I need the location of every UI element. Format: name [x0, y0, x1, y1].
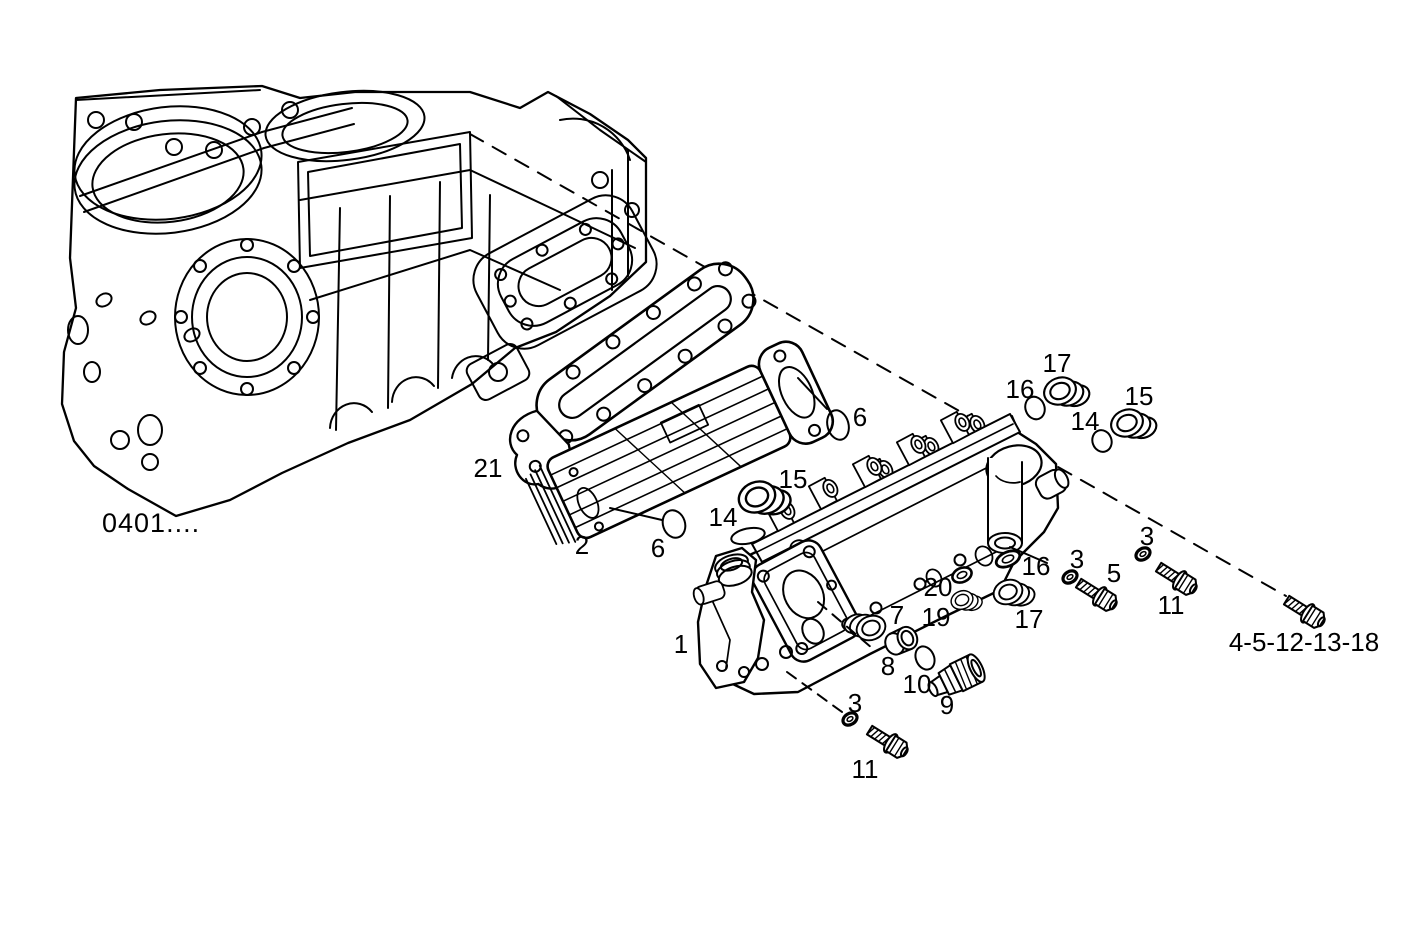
mounting-axis-dashed-line-bottom	[786, 671, 843, 713]
callout-10: 10	[902, 669, 932, 699]
callout-bolt-group: 4-5-12-13-18	[1228, 627, 1380, 657]
callout-15-center: 15	[778, 464, 808, 494]
callout-17-mid: 17	[1014, 604, 1044, 634]
callout-14-right: 14	[1070, 406, 1100, 436]
leader-line-16	[1009, 546, 1048, 564]
callout-8: 8	[880, 651, 896, 681]
callout-9: 9	[939, 690, 955, 720]
callout-16-mid: 16	[1021, 551, 1051, 581]
leader-line-6-left	[609, 507, 663, 521]
o-ring-14-center-part	[730, 526, 766, 546]
o-ring-6-left-part	[661, 509, 687, 539]
callout-11-bottom: 11	[851, 754, 879, 784]
o-ring-10-part	[914, 645, 936, 671]
callout-3-mid: 3	[1069, 544, 1085, 574]
callout-5: 5	[1106, 558, 1122, 588]
callout-21: 21	[473, 453, 503, 483]
leader-line-6-right	[797, 377, 828, 410]
callout-6-right: 6	[852, 402, 868, 432]
o-ring-14-right-part	[1091, 429, 1113, 453]
seal-ring-20-part	[951, 566, 973, 584]
sleeve-8-part	[884, 625, 919, 656]
o-ring-16-mid-part	[994, 549, 1022, 569]
callout-3-bottom: 3	[847, 688, 863, 718]
union-9-part	[927, 653, 986, 698]
callout-20: 20	[923, 572, 953, 602]
callout-3-right: 3	[1139, 521, 1155, 551]
housing-part	[692, 407, 1070, 696]
o-ring-6-right-part	[826, 409, 850, 441]
callout-1: 1	[673, 629, 689, 659]
callout-6-left: 6	[650, 533, 666, 563]
cooler-mount-pad	[472, 194, 658, 350]
callout-11-right: 11	[1157, 590, 1185, 620]
callout-14-center: 14	[708, 502, 738, 532]
bolt-group-part	[1279, 590, 1331, 634]
callout-17-top: 17	[1042, 348, 1072, 378]
o-ring-16-top-part	[1024, 395, 1046, 421]
callout-15-right: 15	[1124, 381, 1154, 411]
drawing-code: 0401....	[102, 508, 201, 538]
callout-7: 7	[889, 600, 905, 630]
callout-19: 19	[921, 602, 951, 632]
engine-block-drawing	[60, 84, 658, 518]
callout-2: 2	[574, 530, 590, 560]
mounting-axis-dashed-line-mid	[817, 601, 873, 649]
oil-cooler-core-part	[525, 340, 835, 545]
callout-16-top: 16	[1005, 374, 1035, 404]
exploded-axis-dashed-line	[469, 133, 1287, 597]
